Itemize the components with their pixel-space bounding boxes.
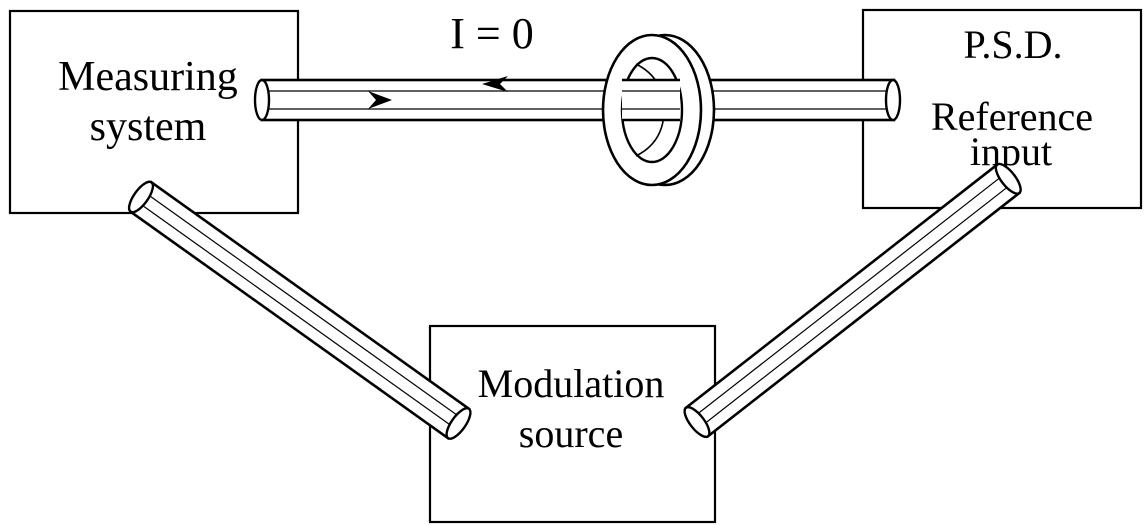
cable-end-modulation-left xyxy=(445,407,472,440)
cable-through-toroid xyxy=(622,78,680,122)
modulation-source-label-line1: Modulation xyxy=(478,361,665,406)
psd-reference-label-line1: Reference xyxy=(931,94,1093,139)
cable-end-measuring xyxy=(127,180,155,214)
psd-title: P.S.D. xyxy=(964,22,1063,67)
cable-end-right xyxy=(884,78,902,122)
forward-current-arrow-icon xyxy=(368,91,392,109)
horizontal-cable xyxy=(253,78,902,122)
return-current-arrow-icon xyxy=(482,76,508,92)
measuring-system-box xyxy=(8,9,300,215)
zero-current-indicator: I = 0 xyxy=(450,9,534,92)
measuring-system-block: Measuring system xyxy=(8,9,300,215)
modulation-source-block: Modulation source xyxy=(428,324,717,524)
psd-reference-label-line2: input xyxy=(970,129,1052,174)
diagonal-cable-left xyxy=(127,180,472,440)
current-label: I = 0 xyxy=(450,9,533,58)
measuring-system-label-line2: system xyxy=(90,104,207,150)
measuring-system-label-line1: Measuring xyxy=(58,54,238,100)
cable-end-modulation-right xyxy=(683,405,711,439)
modulation-source-box xyxy=(428,324,717,524)
diagonal-cable-right xyxy=(683,162,1022,439)
modulation-source-label-line2: source xyxy=(519,411,623,456)
cable-end-left xyxy=(253,78,271,122)
cable-end-psd xyxy=(994,162,1022,195)
